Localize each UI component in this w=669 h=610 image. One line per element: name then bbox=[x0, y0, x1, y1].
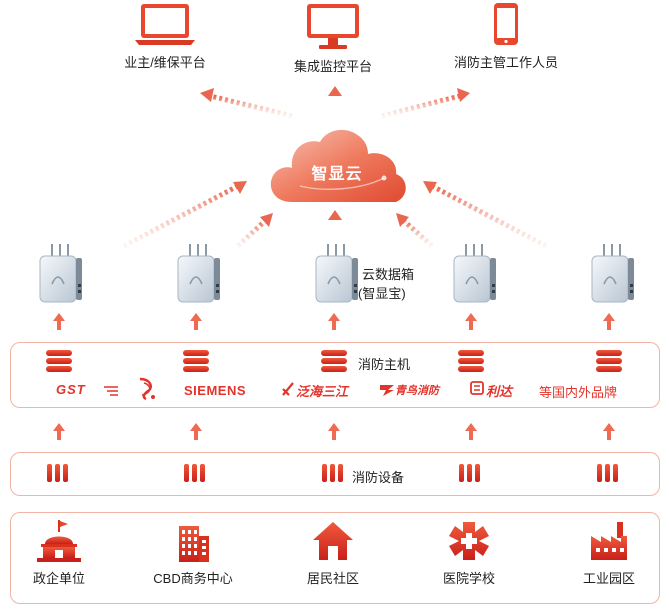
router-icon bbox=[591, 244, 634, 303]
arrow-cloud-to-fire bbox=[381, 88, 470, 119]
arrow-layer bbox=[122, 86, 548, 249]
arrow-device3-to-cloud bbox=[328, 210, 342, 244]
gst-wings-icon bbox=[104, 386, 118, 396]
place-industrial-label: 工业园区 bbox=[582, 571, 635, 586]
house-icon bbox=[313, 522, 353, 560]
place-cbd-label: CBD商务中心 bbox=[153, 571, 233, 586]
place-government: 政企单位 bbox=[4, 520, 114, 587]
hospital-cross-icon bbox=[449, 522, 489, 560]
data-box-label: 云数据箱 bbox=[362, 267, 415, 282]
data-box-1 bbox=[38, 244, 84, 304]
router-icon bbox=[453, 244, 496, 303]
cloud-label: 智显云 bbox=[311, 166, 363, 183]
cloud-icon bbox=[270, 129, 406, 202]
data-box-2 bbox=[176, 244, 222, 304]
qingniao-bird-icon bbox=[380, 385, 394, 396]
server-icon bbox=[46, 350, 72, 372]
arrow-cloud-to-owner bbox=[200, 88, 293, 119]
factory-icon bbox=[591, 522, 627, 560]
phone-icon bbox=[494, 3, 518, 45]
place-cbd: CBD商务中心 bbox=[138, 520, 248, 587]
arrow-device1-to-cloud bbox=[122, 181, 247, 249]
arrow-cloud-to-monitor bbox=[328, 86, 342, 118]
place-residential-label: 居民社区 bbox=[306, 571, 359, 586]
equipment-icon bbox=[597, 464, 618, 482]
equipment-icon bbox=[322, 464, 343, 482]
fire-host-label: 消防主机 bbox=[358, 357, 411, 372]
fire-equipment-label: 消防设备 bbox=[352, 470, 405, 485]
server-icon bbox=[321, 350, 347, 372]
government-building-icon bbox=[37, 520, 81, 562]
data-box-4 bbox=[452, 244, 498, 304]
brand-others-label: 等国内外品牌 bbox=[539, 385, 618, 400]
fanhai-mark-icon bbox=[282, 382, 294, 396]
brand-swirl-logo bbox=[139, 377, 155, 401]
office-tower-icon bbox=[179, 526, 209, 562]
equipment-icons bbox=[47, 464, 618, 482]
server-icon bbox=[596, 350, 622, 372]
router-icon bbox=[39, 244, 82, 303]
up-arrows-row1 bbox=[53, 313, 615, 330]
equipment-icon bbox=[184, 464, 205, 482]
equipment-icon bbox=[459, 464, 480, 482]
monitor-platform: 集成监控平台 bbox=[263, 2, 403, 75]
router-icon bbox=[177, 244, 220, 303]
equipment-icon bbox=[47, 464, 68, 482]
cloud: 智显云 bbox=[264, 126, 410, 208]
arrow-device2-to-cloud bbox=[236, 213, 273, 248]
server-icon bbox=[458, 350, 484, 372]
place-hospital-school-label: 医院学校 bbox=[442, 571, 495, 586]
arrow-device4-to-cloud bbox=[396, 213, 434, 248]
brand-fanhai-logo: 泛海三江 bbox=[296, 384, 349, 399]
place-government-label: 政企单位 bbox=[32, 571, 85, 586]
arrow-device5-to-cloud bbox=[423, 181, 548, 249]
brand-siemens-logo: SIEMENS bbox=[184, 383, 247, 398]
data-box-5 bbox=[590, 244, 636, 304]
place-industrial: 工业园区 bbox=[554, 520, 664, 587]
data-box-sublabel: (智显宝) bbox=[358, 286, 406, 301]
place-hospital-school: 医院学校 bbox=[414, 520, 524, 587]
router-icon bbox=[315, 244, 358, 303]
brand-lida-logo: 利达 bbox=[486, 384, 513, 399]
fire-staff-label: 消防主管工作人员 bbox=[453, 55, 558, 70]
server-icon bbox=[183, 350, 209, 372]
up-arrows-row2 bbox=[53, 423, 615, 440]
brand-qingniao-logo: 青鸟消防 bbox=[395, 385, 439, 397]
data-box-3 bbox=[314, 244, 360, 304]
owner-platform-label: 业主/维保平台 bbox=[124, 55, 206, 70]
fire-staff: 消防主管工作人员 bbox=[436, 2, 576, 71]
host-icons bbox=[46, 350, 622, 372]
lida-mark-icon bbox=[470, 381, 484, 395]
laptop-icon bbox=[135, 4, 195, 45]
owner-platform: 业主/维保平台 bbox=[95, 2, 235, 71]
place-residential: 居民社区 bbox=[278, 520, 388, 587]
monitor-platform-label: 集成监控平台 bbox=[293, 59, 372, 74]
brand-gst-logo: GST bbox=[56, 382, 86, 397]
monitor-icon bbox=[307, 4, 359, 49]
